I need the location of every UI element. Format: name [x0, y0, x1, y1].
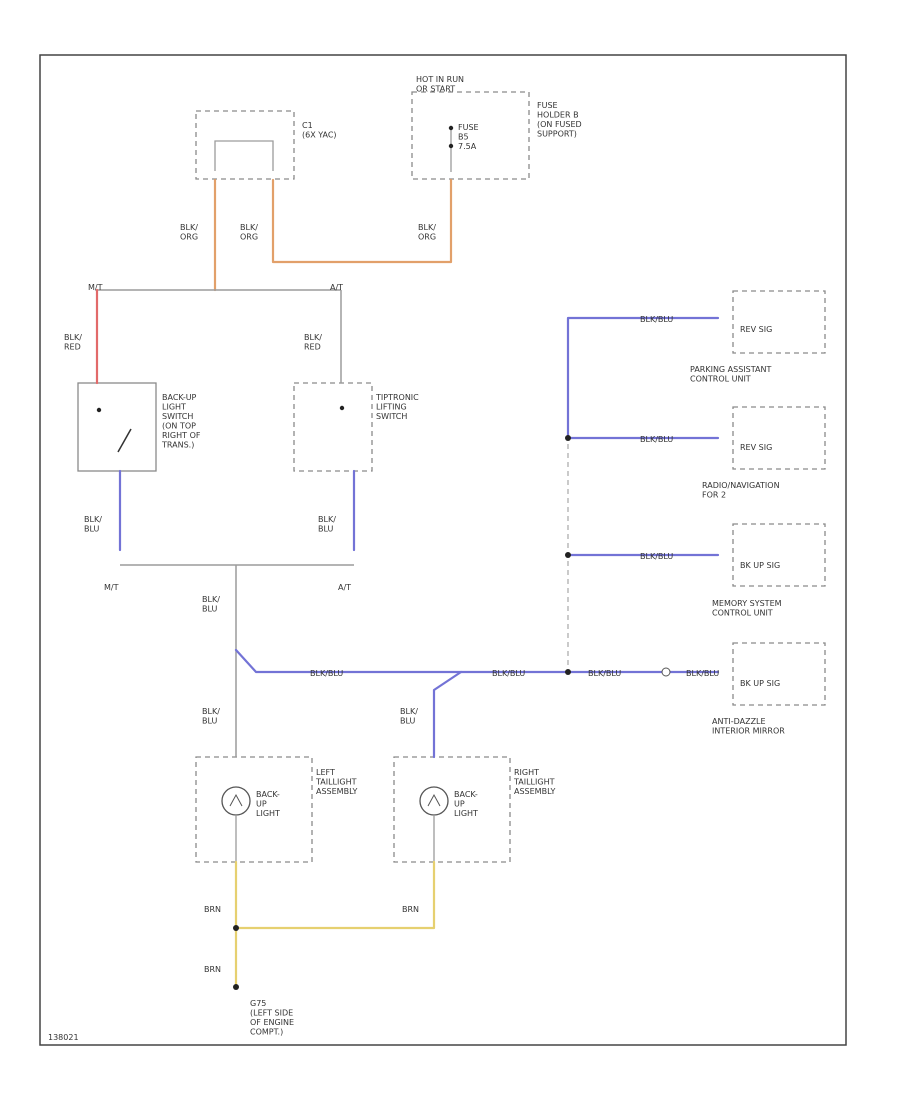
wire-label-a: BLK/BLU — [640, 315, 673, 324]
bk-up-sig-label-1: BK UP SIG — [740, 561, 780, 570]
backup-switch-contact — [96, 407, 102, 413]
splice-bus — [565, 669, 571, 675]
mt-bottom-label: M/T — [104, 583, 119, 592]
fuse-holder-box — [411, 91, 530, 180]
rev-sig-label-2: REV SIG — [740, 443, 772, 452]
c1-jumper — [214, 140, 274, 171]
rev-sig-label-1: REV SIG — [740, 325, 772, 334]
at-bottom-label: A/T — [338, 583, 351, 592]
blk-org-label-2: BLK/ORG — [240, 223, 258, 242]
backup-switch-box — [77, 382, 157, 472]
memory-system-box — [732, 523, 826, 587]
right-lamp-filament — [427, 793, 441, 807]
connector-c1-label: C1(6X YAC) — [302, 121, 337, 140]
blk-blu-label-1: BLK/BLU — [84, 515, 102, 534]
splice-memory — [565, 552, 571, 558]
radio-nav-box — [732, 406, 826, 470]
wire-bus-main — [234, 648, 720, 674]
wire-label-c: BLK/BLU — [640, 552, 673, 561]
right-backup-lamp-icon — [419, 786, 449, 816]
wire-label-d: BLK/BLU — [310, 669, 343, 678]
blk-org-label-1: BLK/ORG — [180, 223, 198, 242]
bk-up-sig-label-2: BK UP SIG — [740, 679, 780, 688]
wire-label-g: BLK/BLU — [686, 669, 719, 678]
wire-feed-2 — [271, 178, 453, 264]
blk-red-label-2: BLK/RED — [304, 333, 322, 352]
parking-assist-box — [732, 290, 826, 354]
tiptronic-switch-contact — [339, 405, 345, 411]
brn-label-1: BRN — [204, 905, 221, 914]
connector-c1-box — [195, 110, 295, 180]
fuse-terminal-top — [448, 125, 454, 131]
blk-blu-label-5: BLK/BLU — [400, 707, 418, 726]
splice-radio — [565, 435, 571, 441]
ground-point — [233, 984, 239, 990]
fuse-terminal-bottom — [448, 143, 454, 149]
left-lamp-filament — [229, 793, 243, 807]
blk-blu-label-3: BLK/BLU — [202, 595, 220, 614]
wire-label-b: BLK/BLU — [640, 435, 673, 444]
diagram-frame — [39, 54, 847, 1046]
blk-blu-label-2: BLK/BLU — [318, 515, 336, 534]
blk-org-label-3: BLK/ORG — [418, 223, 436, 242]
left-backup-lamp-icon — [221, 786, 251, 816]
ground-splice — [233, 925, 239, 931]
wire-label-f: BLK/BLU — [588, 669, 621, 678]
wire-right-lamp — [432, 670, 463, 759]
left-taillight-box — [195, 756, 313, 863]
blk-red-label-1: BLK/RED — [64, 333, 82, 352]
right-taillight-box — [393, 756, 511, 863]
wire-brn-right — [234, 860, 436, 930]
figure-code: 138021 — [48, 1033, 79, 1042]
backup-switch-blade — [117, 428, 132, 453]
brn-label-3: BRN — [204, 965, 221, 974]
at-top-label: A/T — [330, 283, 343, 292]
wire-to-parking — [566, 316, 720, 440]
blk-blu-label-4: BLK/BLU — [202, 707, 220, 726]
wire-label-e: BLK/BLU — [492, 669, 525, 678]
brn-label-2: BRN — [402, 905, 419, 914]
tiptronic-switch-box — [293, 382, 373, 472]
inline-connector — [661, 667, 671, 677]
mt-top-label: M/T — [88, 283, 103, 292]
anti-dazzle-box — [732, 642, 826, 706]
